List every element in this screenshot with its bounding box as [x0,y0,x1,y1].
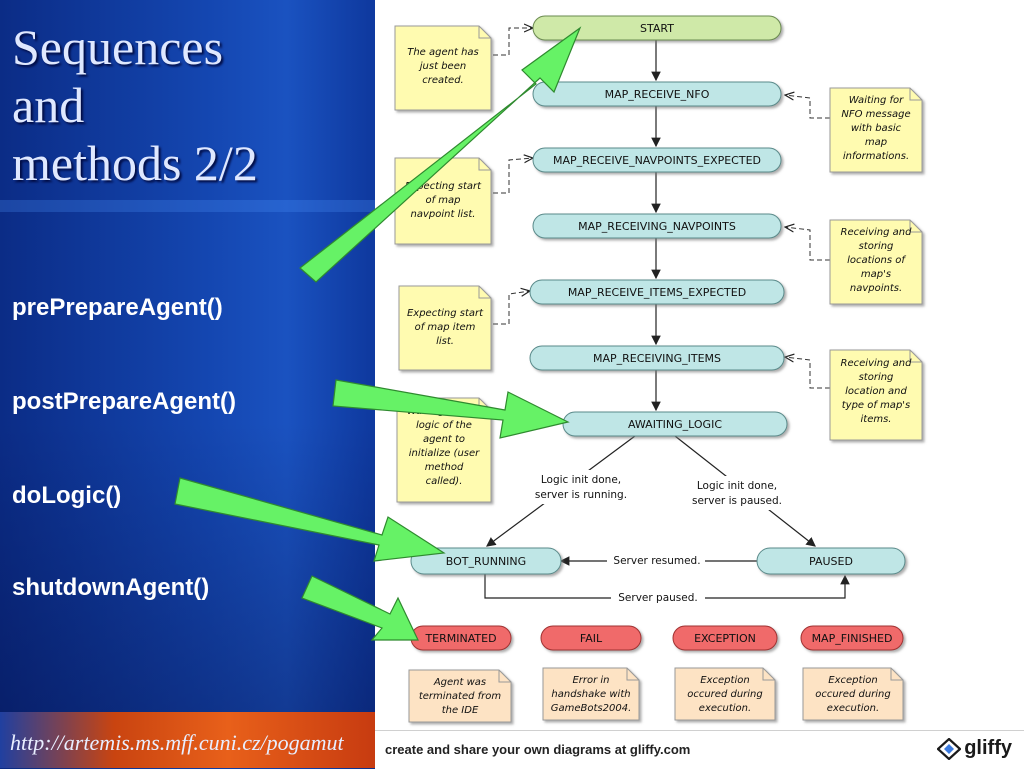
svg-text:type of map's: type of map's [842,400,911,411]
title-line: methods 2/2 [12,135,258,191]
svg-text:Expecting start: Expecting start [407,308,484,319]
decor-band [0,200,375,212]
state-start: START [640,22,674,35]
svg-text:Exception: Exception [700,675,749,686]
brand-name: gliffy [964,737,1012,759]
svg-text:locations of: locations of [847,255,906,266]
svg-text:Agent was: Agent was [433,677,486,688]
svg-text:map: map [865,137,887,148]
state-items-expected: MAP_RECEIVE_ITEMS_EXPECTED [568,286,746,299]
gliffy-logo: gliffy [937,737,1012,760]
diamond-icon [937,737,962,760]
svg-text:called).: called). [426,476,463,487]
footer-text: create and share your own diagrams at gl… [385,742,691,757]
svg-text:occured during: occured during [687,689,763,700]
svg-text:Exception: Exception [828,675,877,686]
svg-text:agent to: agent to [423,434,465,445]
title-line: Sequences [12,19,224,75]
svg-text:of map item: of map item [415,322,476,333]
svg-text:location and: location and [845,386,907,397]
note-receiving-items: Receiving and storing location and type … [829,349,923,441]
state-exception: EXCEPTION [694,632,756,645]
transition-label: Server paused. [618,592,697,604]
transition-label: Logic init done, [697,480,777,492]
svg-text:NFO message: NFO message [841,109,910,120]
diagram-footer: create and share your own diagrams at gl… [375,730,1024,769]
svg-text:map's: map's [861,269,891,280]
method-postprepare: postPrepareAgent() [12,388,237,415]
state-map-receive-nfo: MAP_RECEIVE_NFO [605,88,710,101]
note-items-expected: Expecting start of map item list. [398,285,492,371]
svg-text:terminated from: terminated from [419,691,502,702]
note-exception: Exception occured during execution. [674,667,776,721]
method-preprepare: prePrepareAgent() [12,294,223,321]
note-fail: Error in handshake with GameBots2004. [542,667,640,721]
note-map-finished: Exception occured during execution. [802,667,904,721]
state-navpoints-expected: MAP_RECEIVE_NAVPOINTS_EXPECTED [553,154,761,167]
diagram-panel: START MAP_RECEIVE_NFO MAP_RECEIVE_NAVPOI… [375,0,1024,768]
svg-text:navpoints.: navpoints. [850,283,902,294]
svg-text:the IDE: the IDE [442,705,479,716]
state-fail: FAIL [580,632,603,645]
svg-text:The agent has: The agent has [407,47,479,58]
state-awaiting-logic: AWAITING_LOGIC [628,418,722,431]
svg-text:storing: storing [859,372,894,383]
footer-accent-bar [0,712,380,768]
note-nfo: Waiting for NFO message with basic map i… [829,87,923,173]
transition-label: Logic init done, [541,474,621,486]
title-line: and [12,77,85,133]
svg-text:list.: list. [436,336,454,347]
svg-text:occured during: occured during [815,689,891,700]
arrow-preprepare [299,26,582,283]
arrow-postprepare [332,379,570,439]
svg-text:initialize (user: initialize (user [409,448,480,459]
state-diagram: START MAP_RECEIVE_NFO MAP_RECEIVE_NAVPOI… [394,15,923,723]
svg-text:items.: items. [861,414,892,425]
slide-title: Sequences and methods 2/2 [12,18,342,192]
svg-text:just been: just been [418,61,466,72]
svg-text:handshake with: handshake with [551,689,630,700]
svg-text:Error in: Error in [572,675,609,686]
arrow-dologic [174,477,446,562]
state-bot-running: BOT_RUNNING [446,555,526,568]
note-terminated: Agent was terminated from the IDE [408,669,512,723]
source-url: http://artemis.ms.mff.cuni.cz/pogamut [10,730,344,755]
svg-text:created.: created. [422,75,464,86]
transition-label: Server resumed. [613,555,700,567]
svg-text:navpoint list.: navpoint list. [411,209,476,220]
note-start: The agent has just been created. [394,25,492,111]
svg-text:Receiving and: Receiving and [841,227,913,238]
svg-text:Receiving and: Receiving and [841,358,913,369]
note-receiving-navpoints: Receiving and storing locations of map's… [829,219,923,305]
state-receiving-navpoints: MAP_RECEIVING_NAVPOINTS [578,220,736,233]
svg-text:Expecting start: Expecting start [405,181,482,192]
transition-label: server is paused. [692,495,782,507]
svg-text:Waiting for: Waiting for [849,95,904,106]
state-paused: PAUSED [809,555,853,568]
svg-text:execution.: execution. [699,703,751,714]
state-receiving-items: MAP_RECEIVING_ITEMS [593,352,721,365]
method-shutdown: shutdownAgent() [12,574,210,601]
svg-text:logic of the: logic of the [416,420,472,431]
svg-text:with basic: with basic [851,123,902,134]
state-terminated: TERMINATED [424,632,496,645]
arrow-shutdown [301,575,419,641]
svg-text:method: method [425,462,464,473]
svg-text:storing: storing [859,241,894,252]
svg-text:of map: of map [425,195,460,206]
transition-label: server is running. [535,489,627,501]
method-dologic: doLogic() [12,482,122,509]
svg-text:informations.: informations. [843,151,909,162]
svg-text:GameBots2004.: GameBots2004. [551,703,632,714]
state-map-finished: MAP_FINISHED [812,632,893,645]
svg-text:execution.: execution. [827,703,879,714]
